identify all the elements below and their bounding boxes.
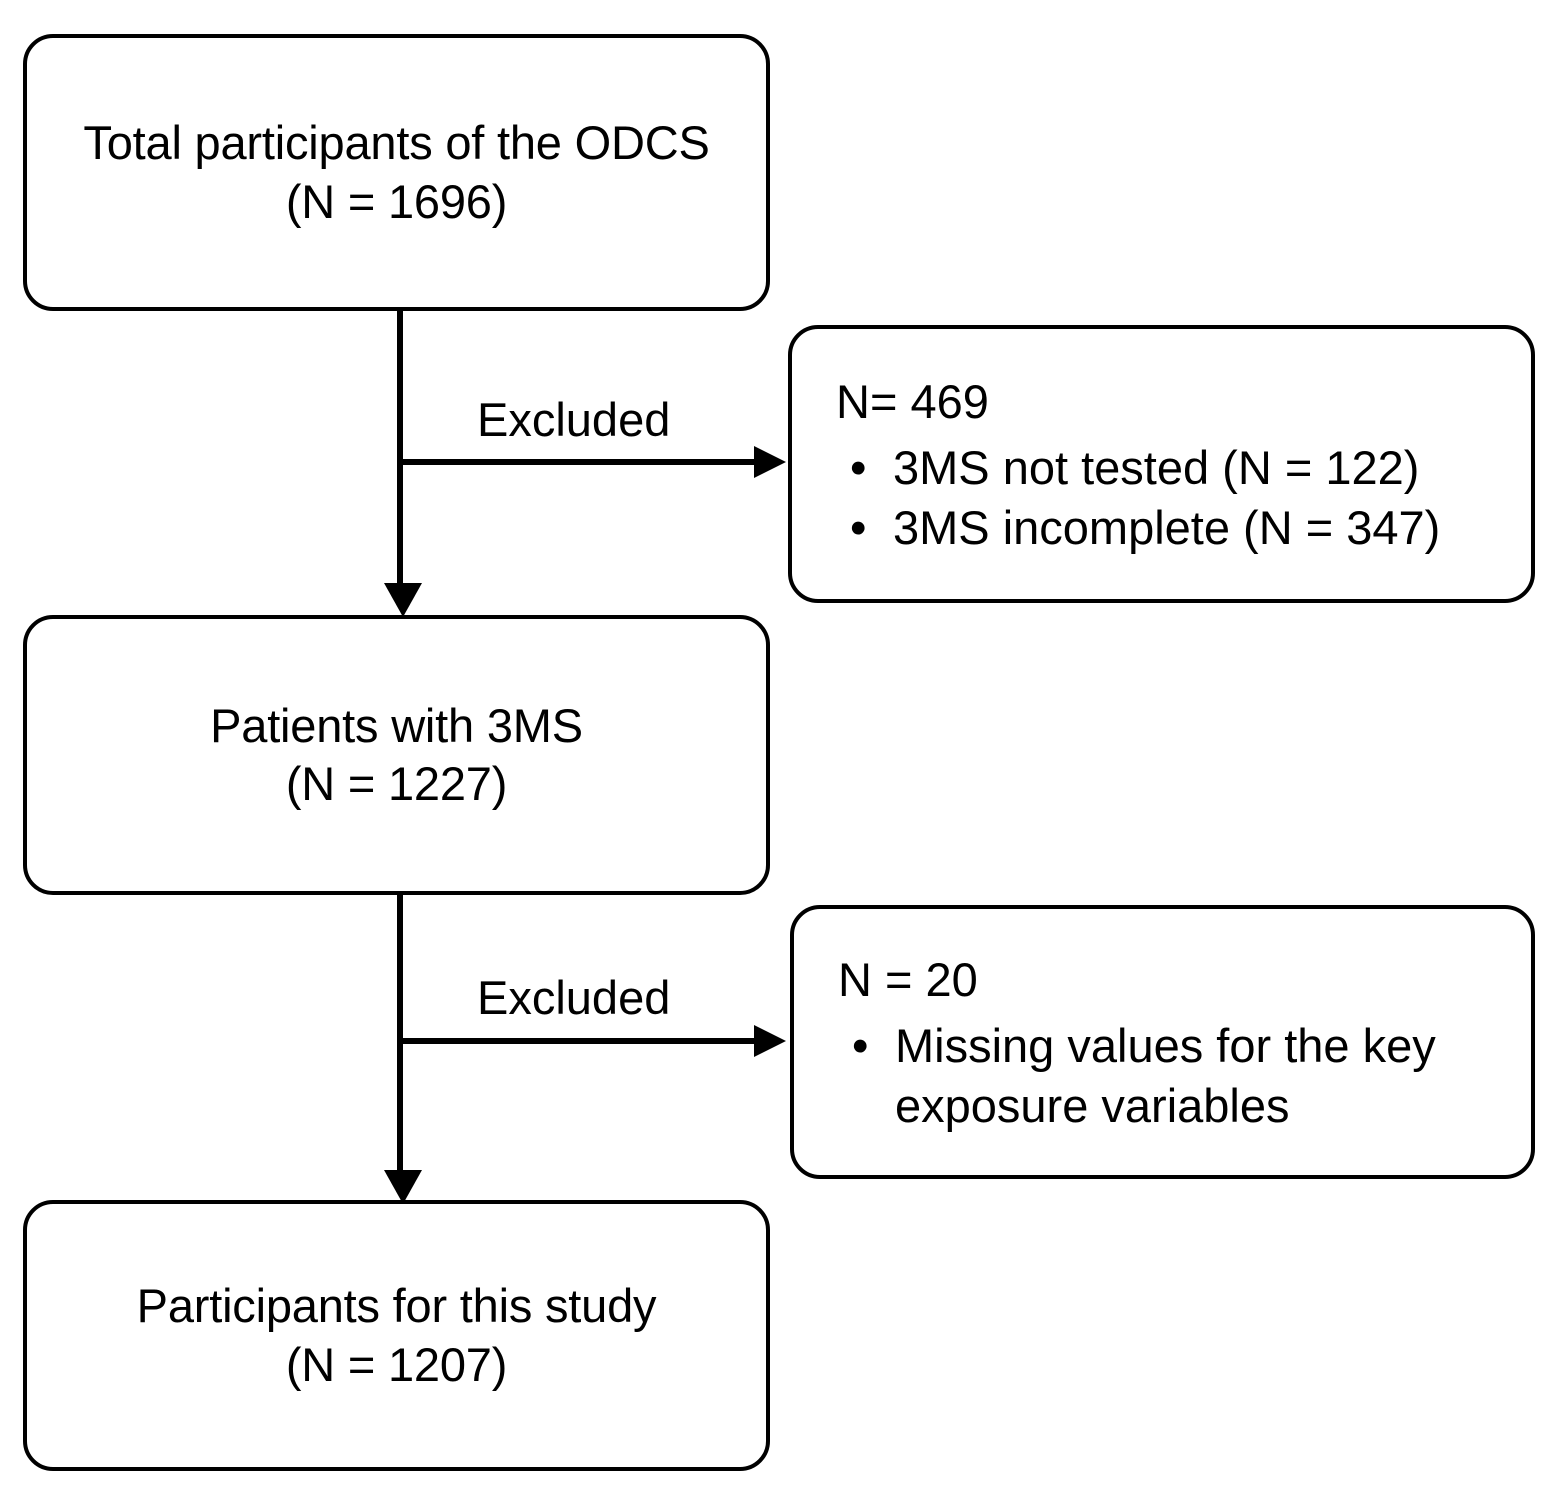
exclusion-1-reason-2: 3MS incomplete (N = 347) [893,500,1441,554]
arrowhead-down-to-patients [384,583,422,617]
bullet-icon: • [850,441,867,495]
node-final-participants-label: Participants for this study [136,1279,657,1333]
connector-line-to-exclusion-2 [400,1038,758,1044]
list-item: • 3MS incomplete (N = 347) [836,498,1440,557]
exclusion-1-reason-1: 3MS not tested (N = 122) [893,441,1420,495]
node-exclusion-2: N = 20 • Missing values for the key expo… [790,905,1535,1179]
node-exclusion-1-count: N= 469 [836,375,989,429]
list-item: • 3MS not tested (N = 122) [836,438,1440,497]
arrowhead-down-to-final [384,1170,422,1204]
node-exclusion-1-reason-list: • 3MS not tested (N = 122) • 3MS incompl… [836,438,1440,556]
connector-line-to-exclusion-1 [400,459,758,465]
bullet-icon: • [850,500,867,554]
edge-label-excluded-1: Excluded [477,393,671,446]
node-patients-with-3ms-label: Patients with 3MS [210,698,583,752]
node-total-participants: Total participants of the ODCS (N = 1696… [23,34,770,311]
arrowhead-right-to-exclusion-1 [754,446,786,478]
connector-line-patients-to-final [397,894,403,1175]
node-total-participants-label: Total participants of the ODCS [83,116,710,170]
arrowhead-right-to-exclusion-2 [754,1025,786,1057]
bullet-icon: • [852,1019,869,1073]
list-item: • Missing values for the key exposure va… [838,1016,1515,1134]
node-patients-with-3ms-count: (N = 1227) [285,757,508,810]
connector-line-total-to-patients [397,310,403,588]
node-exclusion-2-count: N = 20 [838,953,978,1007]
node-total-participants-count: (N = 1696) [285,174,508,228]
edge-label-excluded-2: Excluded [477,971,671,1024]
node-final-participants-count: (N = 1207) [285,1337,508,1391]
node-final-participants: Participants for this study (N = 1207) [23,1200,770,1471]
node-exclusion-2-reason-list: • Missing values for the key exposure va… [838,1016,1515,1134]
node-exclusion-1: N= 469 • 3MS not tested (N = 122) • 3MS … [788,325,1535,603]
exclusion-2-reason-1: Missing values for the key exposure vari… [895,1019,1436,1132]
node-patients-with-3ms: Patients with 3MS (N = 1227) [23,615,770,895]
